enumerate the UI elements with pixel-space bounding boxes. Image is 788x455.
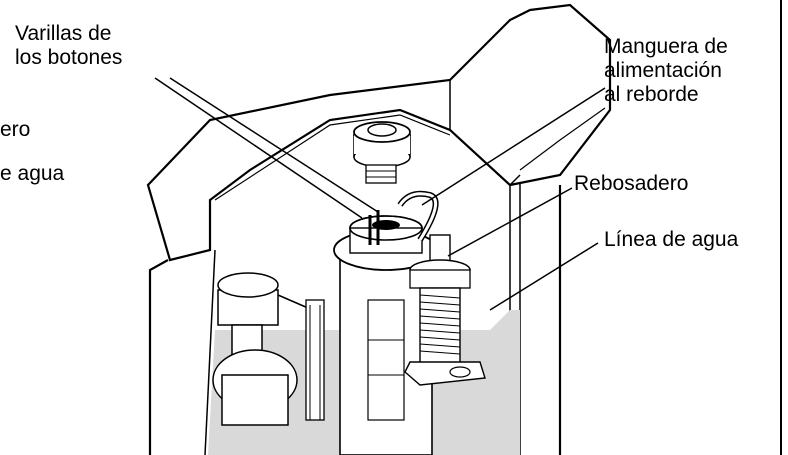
leader-lines bbox=[154, 77, 606, 311]
leader-varillas-1 bbox=[154, 77, 363, 219]
push-button bbox=[353, 121, 411, 184]
overflow-tube bbox=[404, 234, 486, 386]
label-cut-left-1: ero bbox=[0, 118, 31, 141]
label-cut-left-2: e agua bbox=[0, 162, 65, 185]
label-manguera: Manguera de alimentación al reborde bbox=[604, 35, 728, 107]
leader-linea-agua bbox=[489, 242, 599, 311]
label-linea-agua: Línea de agua bbox=[604, 228, 739, 251]
label-manguera-line-1: Manguera de bbox=[604, 35, 728, 58]
label-manguera-line-2: alimentación bbox=[604, 59, 722, 82]
label-manguera-line-3: al reborde bbox=[604, 83, 699, 106]
label-varillas: Varillas de los botones bbox=[15, 22, 122, 70]
leader-varillas-2 bbox=[169, 77, 379, 213]
label-rebosadero: Rebosadero bbox=[574, 172, 689, 195]
leader-rebosadero bbox=[447, 187, 573, 257]
label-varillas-line-2: los botones bbox=[15, 46, 123, 69]
right-border-line bbox=[780, 0, 782, 455]
leader-manguera bbox=[421, 87, 606, 206]
fill-valve bbox=[212, 272, 325, 426]
label-varillas-line-1: Varillas de bbox=[15, 22, 112, 45]
